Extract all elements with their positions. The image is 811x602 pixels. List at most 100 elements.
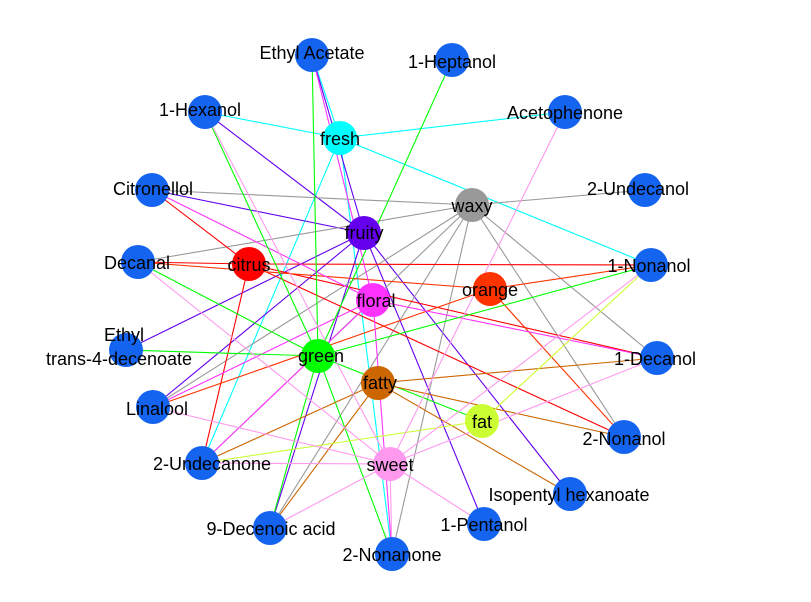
edge-sweet-pentanol bbox=[389, 463, 485, 525]
edge-green-fat bbox=[317, 355, 483, 422]
node-label-fat: fat bbox=[472, 412, 492, 432]
edge-floral-nonanone bbox=[372, 299, 393, 555]
node-label-nonanol2: 2-Nonanol bbox=[582, 429, 665, 449]
node-label-citrus: citrus bbox=[227, 255, 270, 275]
node-pentanol bbox=[467, 507, 501, 541]
edge-fatty-nonanol2 bbox=[377, 382, 625, 438]
edge-fruity-citronellol bbox=[151, 189, 365, 234]
node-label-nonanone: 2-Nonanone bbox=[342, 545, 441, 565]
node-label-green: green bbox=[298, 346, 344, 366]
node-label-citronellol: Citronellol bbox=[113, 179, 193, 199]
node-isopentyl bbox=[553, 477, 587, 511]
node-decanal bbox=[121, 245, 155, 279]
node-fatty bbox=[361, 366, 395, 400]
edge-green-ethyl_decenoate bbox=[125, 349, 319, 357]
node-label-isopentyl: Isopentyl hexanoate bbox=[488, 485, 649, 505]
node-hexanol bbox=[188, 95, 222, 129]
node-label-decanal: Decanal bbox=[104, 253, 170, 273]
edge-sweet-linalool bbox=[152, 406, 391, 465]
node-green bbox=[301, 339, 335, 373]
edges-layer bbox=[125, 54, 658, 555]
edge-floral-decanol bbox=[372, 299, 658, 359]
edge-fat-nonanol1 bbox=[481, 264, 652, 422]
edge-fruity-isopentyl bbox=[363, 232, 571, 495]
edge-sweet-hexanol bbox=[204, 111, 391, 465]
edge-citrus-nonanol1 bbox=[248, 263, 652, 266]
edge-green-nonanone bbox=[317, 355, 393, 555]
edge-sweet-decanol bbox=[389, 357, 658, 465]
node-citronellol bbox=[135, 173, 169, 207]
node-label-decenoic: 9-Decenoic acid bbox=[206, 519, 335, 539]
edge-fruity-hexanol bbox=[204, 111, 365, 234]
edge-fruity-ethyl_decenoate bbox=[125, 232, 365, 351]
edge-waxy-undecanol bbox=[471, 189, 646, 206]
edge-green-decanal bbox=[137, 261, 319, 357]
edge-fatty-undecanone bbox=[201, 382, 379, 464]
node-nonanone bbox=[375, 537, 409, 571]
edge-citrus-decanal bbox=[137, 261, 250, 265]
edge-fresh-nonanol1 bbox=[339, 137, 652, 266]
node-fruity bbox=[347, 216, 381, 250]
edge-sweet-decanal bbox=[137, 261, 391, 465]
edge-fatty-decenoic bbox=[269, 382, 379, 529]
edge-fresh-acetophenone bbox=[339, 111, 566, 139]
node-sweet bbox=[373, 447, 407, 481]
edge-waxy-decenoic bbox=[269, 204, 473, 529]
node-undecanone bbox=[185, 446, 219, 480]
edge-green-decenoic bbox=[269, 355, 319, 529]
edge-orange-decanal bbox=[137, 261, 491, 290]
edge-fat-undecanone bbox=[201, 420, 483, 464]
node-label-fatty: fatty bbox=[363, 373, 397, 393]
node-label-ethyl_acetate: Ethyl Acetate bbox=[259, 43, 364, 63]
node-citrus bbox=[232, 247, 266, 281]
edge-orange-nonanol2 bbox=[489, 288, 625, 438]
node-label-undecanol: 2-Undecanol bbox=[587, 179, 689, 199]
edge-waxy-nonanol2 bbox=[471, 204, 625, 438]
node-label-pentanol: 1-Pentanol bbox=[440, 515, 527, 535]
edge-waxy-linalool bbox=[152, 204, 473, 408]
node-label-fruity: fruity bbox=[344, 223, 383, 243]
node-undecanol bbox=[628, 173, 662, 207]
edge-orange-nonanol1 bbox=[489, 264, 652, 290]
edge-green-heptanol bbox=[317, 59, 453, 357]
edge-green-ethyl_acetate bbox=[311, 54, 319, 357]
edge-sweet-decenoic bbox=[269, 463, 391, 529]
node-label-sweet: sweet bbox=[366, 455, 413, 475]
edge-green-hexanol bbox=[204, 111, 319, 357]
edge-floral-citronellol bbox=[151, 189, 374, 301]
node-label-nonanol1: 1-Nonanol bbox=[607, 256, 690, 276]
edge-sweet-undecanone bbox=[201, 462, 391, 465]
node-label-waxy: waxy bbox=[450, 196, 492, 216]
node-decenoic bbox=[253, 511, 287, 545]
node-label-orange: orange bbox=[462, 280, 518, 300]
edge-waxy-decanol bbox=[471, 204, 658, 359]
edge-fresh-undecanone bbox=[201, 137, 341, 464]
node-decanol bbox=[640, 341, 674, 375]
edge-citrus-citronellol bbox=[151, 189, 250, 265]
edge-fresh-hexanol bbox=[204, 111, 341, 139]
nodes-layer bbox=[109, 38, 674, 571]
edge-citrus-nonanol2 bbox=[248, 263, 625, 438]
edge-fruity-linalool bbox=[152, 232, 365, 408]
node-label-hexanol: 1-Hexanol bbox=[159, 100, 241, 120]
node-nonanol1 bbox=[634, 248, 668, 282]
node-label-undecanone: 2-Undecanone bbox=[153, 454, 271, 474]
node-ethyl_decenoate bbox=[109, 333, 143, 367]
node-fresh bbox=[323, 121, 357, 155]
node-label-fresh: fresh bbox=[320, 129, 360, 149]
edge-floral-linalool bbox=[152, 299, 374, 408]
edge-floral-ethyl_acetate bbox=[311, 54, 374, 301]
edge-waxy-citronellol bbox=[151, 189, 473, 206]
node-ethyl_acetate bbox=[295, 38, 329, 72]
edge-fatty-isopentyl bbox=[377, 382, 571, 495]
edge-fatty-decanol bbox=[377, 357, 658, 384]
node-label-linalool: Linalool bbox=[126, 399, 188, 419]
node-fat bbox=[465, 404, 499, 438]
node-acetophenone bbox=[548, 95, 582, 129]
edge-waxy-decanal bbox=[137, 204, 473, 263]
node-label-heptanol: 1-Heptanol bbox=[408, 52, 496, 72]
edge-sweet-nonanol1 bbox=[389, 264, 652, 465]
edge-fruity-decenoic bbox=[269, 232, 365, 529]
